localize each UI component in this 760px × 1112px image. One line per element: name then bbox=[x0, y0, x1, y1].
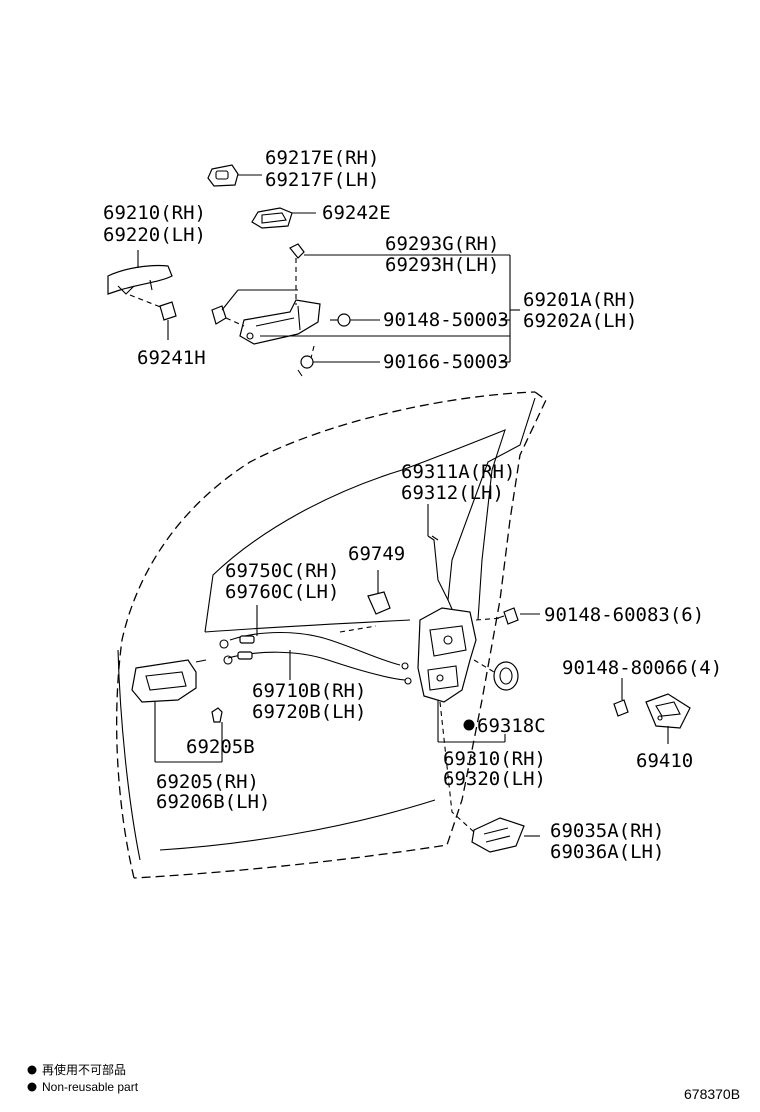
lock-cover-part bbox=[471, 817, 525, 853]
label-69035a: 69035A(RH) bbox=[550, 820, 664, 842]
bolt-90148-50003-part bbox=[330, 313, 351, 327]
label-69202a: 69202A(LH) bbox=[523, 310, 637, 332]
label-69217e: 69217E(RH) bbox=[265, 147, 379, 169]
label-69310: 69310(RH) bbox=[443, 748, 546, 770]
figure-code: 678370B bbox=[684, 1086, 740, 1102]
door-lock-assembly-part bbox=[417, 607, 477, 703]
label-69720b: 69720B(LH) bbox=[252, 701, 366, 723]
legend-en-text: Non-reusable part bbox=[42, 1080, 139, 1094]
non-reusable-marker bbox=[463, 719, 475, 731]
legend: 再使用不可部品 Non-reusable part bbox=[27, 1062, 139, 1094]
label-69293g: 69293G(RH) bbox=[385, 233, 499, 255]
lock-rod-part bbox=[427, 535, 457, 619]
label-69205b: 69205B bbox=[186, 736, 255, 758]
cable-clamp-part bbox=[367, 591, 391, 615]
label-90166-50003: 90166-50003 bbox=[383, 351, 509, 373]
label-69205: 69205(RH) bbox=[156, 771, 259, 793]
striker-screw-part bbox=[613, 699, 629, 717]
label-69311a: 69311A(RH) bbox=[401, 461, 515, 483]
legend-jp-text: 再使用不可部品 bbox=[42, 1062, 126, 1077]
legend-bullet-en bbox=[27, 1082, 37, 1092]
lock-washer-part bbox=[493, 661, 519, 691]
cap-gasket-part bbox=[251, 207, 293, 229]
label-69036a: 69036A(LH) bbox=[550, 841, 664, 863]
label-90148-50003: 90148-50003 bbox=[383, 309, 509, 331]
label-69750c: 69750C(RH) bbox=[225, 560, 339, 582]
label-69320: 69320(LH) bbox=[443, 768, 546, 790]
inside-handle-part bbox=[131, 659, 207, 703]
striker-69410-part bbox=[645, 693, 691, 729]
label-69220: 69220(LH) bbox=[103, 224, 206, 246]
label-69710b: 69710B(RH) bbox=[252, 680, 366, 702]
clip-part bbox=[289, 243, 305, 259]
label-69217f: 69217F(LH) bbox=[265, 169, 379, 191]
label-69201a: 69201A(RH) bbox=[523, 289, 637, 311]
handle-cap-69205b-part bbox=[211, 707, 223, 723]
outside-handle-cap-part bbox=[207, 164, 239, 187]
screw-90166-50003-part bbox=[297, 355, 314, 377]
handle-pad-part bbox=[159, 301, 177, 321]
lock-screw-90148-60083-part bbox=[497, 607, 519, 625]
handle-frame-part bbox=[211, 299, 321, 345]
outside-handle-part bbox=[107, 264, 173, 295]
label-69410: 69410 bbox=[636, 750, 693, 772]
label-90148-60083: 90148-60083(6) bbox=[544, 604, 704, 626]
door-outline bbox=[115, 391, 547, 879]
label-69241h: 69241H bbox=[137, 347, 206, 369]
label-69210: 69210(RH) bbox=[103, 202, 206, 224]
label-69312: 69312(LH) bbox=[401, 482, 504, 504]
label-69293h: 69293H(LH) bbox=[385, 254, 499, 276]
label-69749: 69749 bbox=[348, 543, 405, 565]
label-69760c: 69760C(LH) bbox=[225, 581, 339, 603]
label-69318c: 69318C bbox=[477, 715, 546, 737]
label-69206b: 69206B(LH) bbox=[156, 791, 270, 813]
legend-bullet-jp bbox=[27, 1065, 37, 1075]
label-69242e: 69242E bbox=[322, 202, 391, 224]
lock-cable-part bbox=[219, 632, 412, 685]
label-90148-80066: 90148-80066(4) bbox=[562, 657, 722, 679]
